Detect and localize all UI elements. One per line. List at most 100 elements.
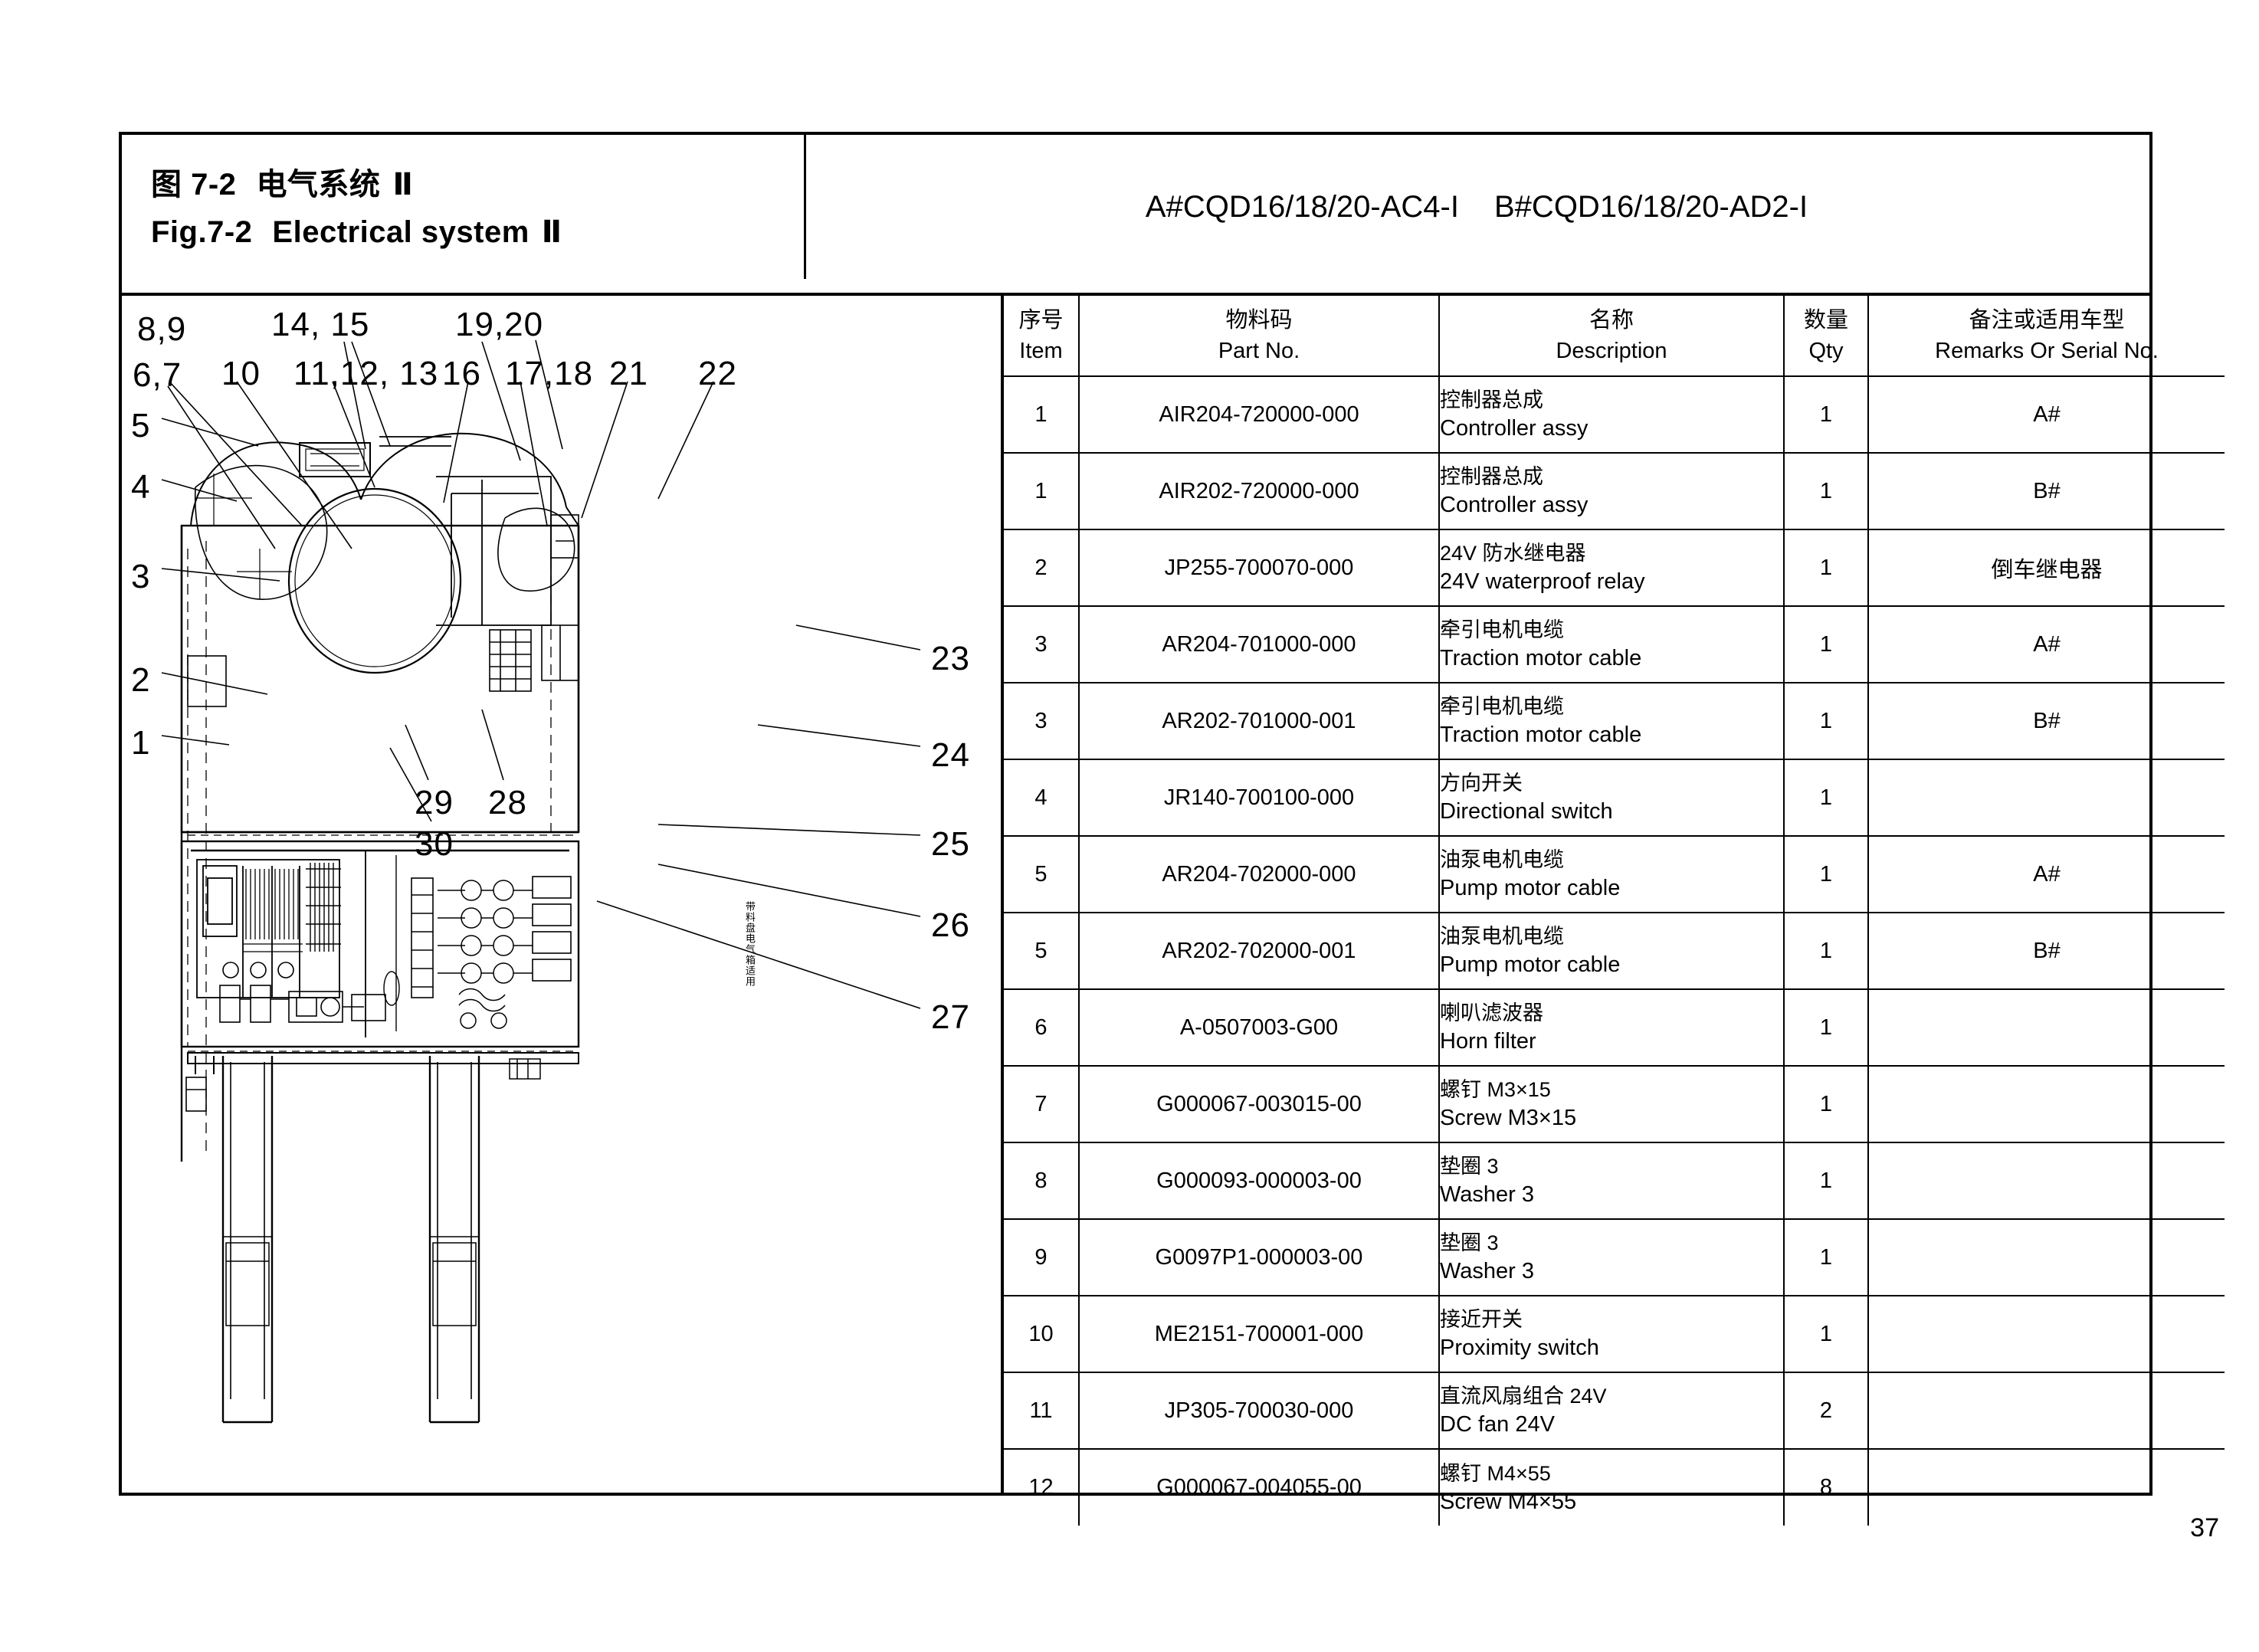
cell-remarks: B#: [1867, 912, 2225, 990]
cell-item: 10: [1004, 1295, 1080, 1373]
description-cn: 牵引电机电缆: [1440, 618, 1564, 641]
cell-item: 9: [1004, 1218, 1080, 1296]
table-row: 8 G000093-000003-00 垫圈 3 Washer 3 1: [1004, 1142, 2225, 1220]
cell-part-no: AIR204-720000-000: [1078, 375, 1440, 454]
table-row: 6 A-0507003-G00 喇叭滤波器 Horn filter 1: [1004, 988, 2225, 1067]
header-description: 名称 Description: [1438, 296, 1785, 377]
cell-item: 5: [1004, 835, 1080, 913]
header-remarks: 备注或适用车型 Remarks Or Serial No.: [1867, 296, 2225, 377]
header-part-no-cn: 物料码: [1225, 308, 1293, 333]
model-b: B#CQD16/18/20-AD2-I: [1494, 189, 1808, 224]
cell-item: 8: [1004, 1142, 1080, 1220]
header-item-cn: 序号: [1018, 308, 1064, 333]
callout-8-9: 8,9: [137, 310, 187, 348]
table-row: 1 AIR204-720000-000 控制器总成 Controller ass…: [1004, 375, 2225, 454]
cell-description: 垫圈 3 Washer 3: [1438, 1142, 1785, 1220]
drawing-vertical-note: 带料盘电气箱适用: [744, 901, 756, 987]
table-row: 10 ME2151-700001-000 接近开关 Proximity swit…: [1004, 1295, 2225, 1373]
cell-qty: 1: [1783, 605, 1869, 683]
cell-description: 控制器总成 Controller assy: [1438, 375, 1785, 454]
description-en: 24V waterproof relay: [1440, 569, 1645, 594]
cell-remarks: [1867, 1142, 2225, 1220]
cell-part-no: JR140-700100-000: [1078, 759, 1440, 837]
header-remarks-cn: 备注或适用车型: [1969, 308, 2125, 333]
header-qty: 数量 Qty: [1783, 296, 1869, 377]
cell-description: 牵引电机电缆 Traction motor cable: [1438, 682, 1785, 760]
cell-remarks: A#: [1867, 375, 2225, 454]
header-remarks-en: Remarks Or Serial No.: [1935, 339, 2159, 363]
description-en: Pump motor cable: [1440, 952, 1621, 977]
page-number: 37: [2190, 1513, 2219, 1542]
figure-name-cn: 电气系统: [256, 168, 381, 202]
cell-description: 直流风扇组合 24V DC fan 24V: [1438, 1372, 1785, 1450]
header-part-no-en: Part No.: [1218, 339, 1300, 363]
cell-description: 控制器总成 Controller assy: [1438, 452, 1785, 530]
callout-17-18: 17,18: [505, 355, 594, 392]
callout-21: 21: [609, 355, 648, 392]
cell-qty: 1: [1783, 759, 1869, 837]
description-cn: 油泵电机电缆: [1440, 925, 1564, 948]
cell-description: 油泵电机电缆 Pump motor cable: [1438, 835, 1785, 913]
description-cn: 螺钉 M4×55: [1440, 1461, 1551, 1485]
cell-description: 接近开关 Proximity switch: [1438, 1295, 1785, 1373]
parts-table-body: 1 AIR204-720000-000 控制器总成 Controller ass…: [1004, 375, 2225, 1526]
cell-item: 6: [1004, 988, 1080, 1067]
cell-item: 3: [1004, 605, 1080, 683]
parts-table-pane: 序号 Item 物料码 Part No. 名称 Description 数量: [1001, 296, 2225, 1526]
cell-item: 2: [1004, 529, 1080, 607]
cell-qty: 2: [1783, 1372, 1869, 1450]
description-en: Screw M4×55: [1440, 1489, 1577, 1514]
description-en: Proximity switch: [1440, 1336, 1599, 1360]
cell-qty: 1: [1783, 1218, 1869, 1296]
description-cn: 牵引电机电缆: [1440, 695, 1564, 718]
callout-25: 25: [931, 825, 970, 863]
callout-10: 10: [221, 355, 261, 392]
callout-24: 24: [931, 736, 970, 774]
description-en: Washer 3: [1440, 1182, 1535, 1207]
table-row: 5 AR202-702000-001 油泵电机电缆 Pump motor cab…: [1004, 912, 2225, 990]
cell-remarks: A#: [1867, 835, 2225, 913]
cell-item: 7: [1004, 1065, 1080, 1143]
cell-remarks: [1867, 988, 2225, 1067]
figure-number-cn: 图 7-2: [151, 168, 237, 202]
cell-part-no: AR202-701000-001: [1078, 682, 1440, 760]
cell-qty: 1: [1783, 988, 1869, 1067]
table-row: 12 G000067-004055-00 螺钉 M4×55 Screw M4×5…: [1004, 1448, 2225, 1526]
cell-description: 24V 防水继电器 24V waterproof relay: [1438, 529, 1785, 607]
cell-part-no: G000093-000003-00: [1078, 1142, 1440, 1220]
callout-6-7: 6,7: [133, 356, 182, 394]
header-part-no: 物料码 Part No.: [1078, 296, 1440, 377]
header-description-cn: 名称: [1589, 308, 1634, 333]
cell-part-no: ME2151-700001-000: [1078, 1295, 1440, 1373]
cell-description: 螺钉 M3×15 Screw M3×15: [1438, 1065, 1785, 1143]
description-cn: 24V 防水继电器: [1440, 542, 1586, 565]
header-qty-cn: 数量: [1803, 308, 1848, 333]
cell-part-no: G000067-003015-00: [1078, 1065, 1440, 1143]
callout-28: 28: [488, 784, 527, 821]
exploded-drawing-pane: 带料盘电气箱适用 8,9 14, 15 19,20 6,7 10 11,12, …: [122, 296, 1001, 1493]
cell-item: 1: [1004, 375, 1080, 454]
description-en: Controller assy: [1440, 493, 1589, 517]
figure-roman-en: Ⅱ: [541, 215, 562, 249]
description-cn: 方向开关: [1440, 772, 1523, 795]
cell-remarks: B#: [1867, 682, 2225, 760]
cell-remarks: [1867, 1372, 2225, 1450]
table-row: 4 JR140-700100-000 方向开关 Directional swit…: [1004, 759, 2225, 837]
cell-item: 1: [1004, 452, 1080, 530]
cell-item: 12: [1004, 1448, 1080, 1526]
cell-remarks: A#: [1867, 605, 2225, 683]
table-row: 3 AR202-701000-001 牵引电机电缆 Traction motor…: [1004, 682, 2225, 760]
cell-qty: 1: [1783, 835, 1869, 913]
model-applicability-line: A#CQD16/18/20-AC4-I B#CQD16/18/20-AD2-I: [804, 135, 2149, 279]
description-cn: 控制器总成: [1440, 388, 1543, 411]
cell-part-no: AR204-701000-000: [1078, 605, 1440, 683]
description-en: Pump motor cable: [1440, 876, 1621, 900]
cell-remarks: [1867, 759, 2225, 837]
description-cn: 接近开关: [1440, 1308, 1523, 1331]
description-cn: 喇叭滤波器: [1440, 1001, 1543, 1024]
description-en: Horn filter: [1440, 1029, 1536, 1054]
figure-number-en: Fig.7-2: [151, 215, 253, 249]
header-item-en: Item: [1019, 339, 1063, 363]
